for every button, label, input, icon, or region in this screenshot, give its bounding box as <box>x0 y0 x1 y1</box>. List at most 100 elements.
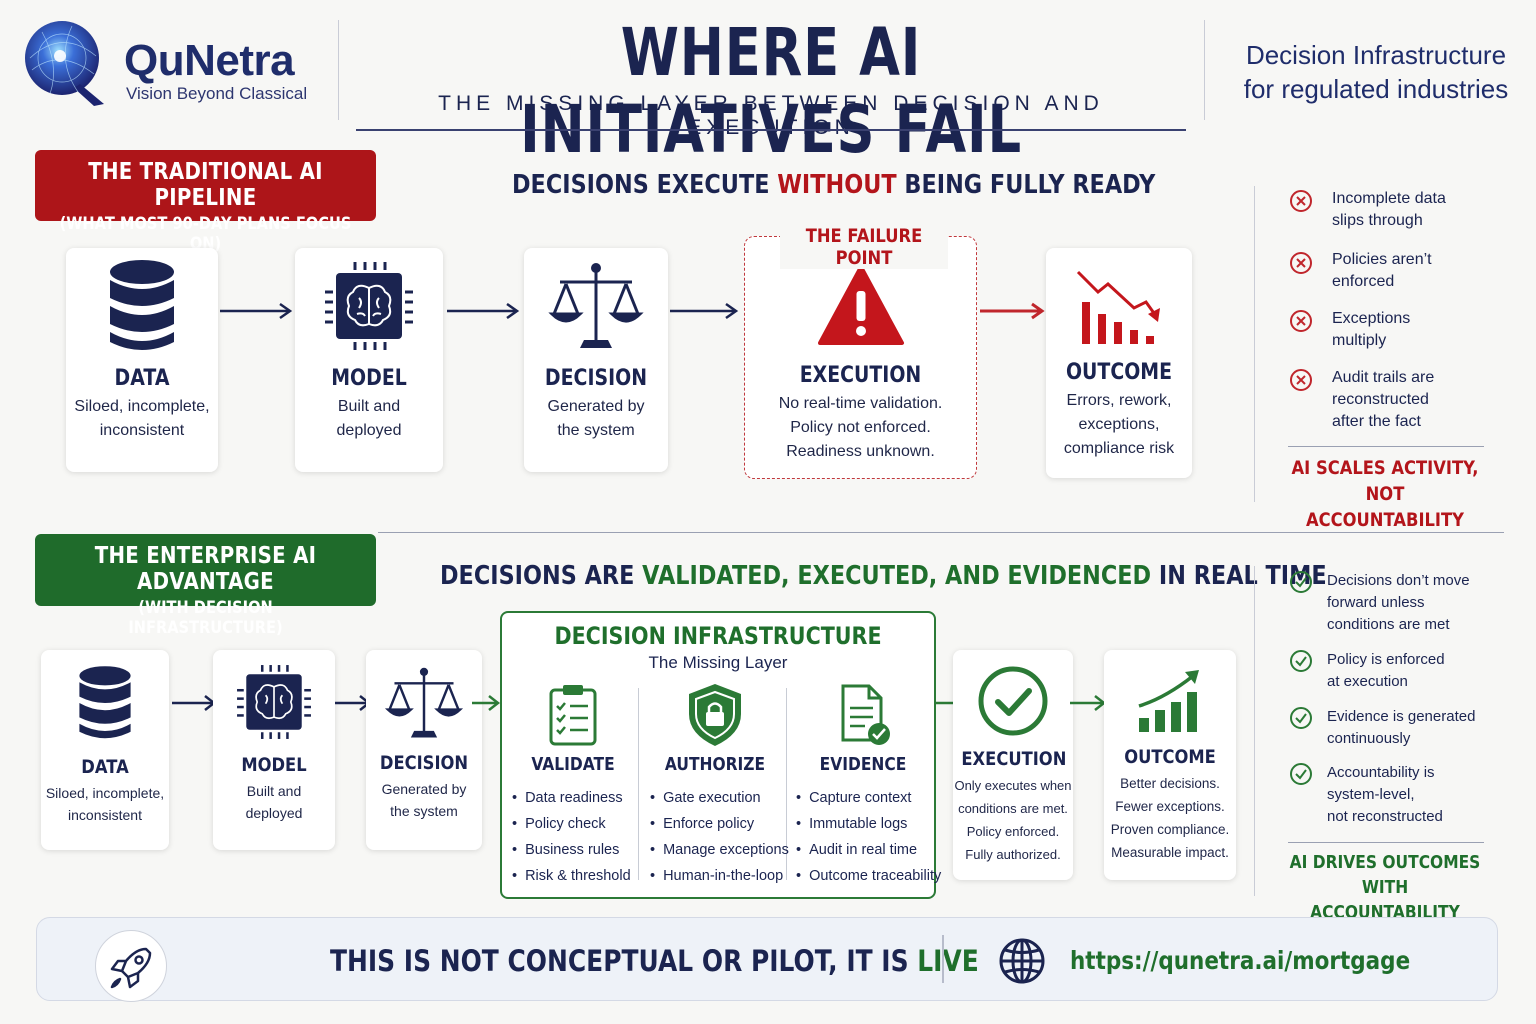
x-circle-icon <box>1290 190 1312 212</box>
trad-summary: AI SCALES ACTIVITY, NOT ACCOUNTABILITY <box>1286 455 1484 533</box>
chart-decline-icon <box>1076 270 1160 344</box>
list-item: Enforce policy <box>650 811 780 837</box>
rocket-icon <box>110 947 152 989</box>
trad-issue-4-line2: reconstructed <box>1332 391 1429 408</box>
check-circle-icon <box>1290 707 1312 729</box>
ent-model-desc: Built and deployed <box>213 780 335 824</box>
ent-benefit-1-line2: forward unless <box>1327 594 1425 611</box>
trad-model-desc-line2: deployed <box>336 422 402 439</box>
trad-execution-desc-line2: Policy not enforced. <box>790 419 931 436</box>
ent-benefit-3-line1: Evidence is generated <box>1327 708 1476 725</box>
footer-url-link[interactable]: https://qunetra.ai/mortgage <box>1070 946 1411 975</box>
ent-decision-title: DECISION <box>379 752 469 774</box>
list-item: Policy check <box>512 811 634 837</box>
trad-outcome-desc-line3: compliance risk <box>1063 440 1175 457</box>
ent-data-desc: Siloed, incomplete, inconsistent <box>41 782 169 826</box>
ent-outcome-desc: Better decisions. Fewer exceptions. Prov… <box>1104 772 1236 864</box>
infra-authorize-title: AUTHORIZE <box>664 754 766 775</box>
clipboard-checklist-icon <box>549 685 597 746</box>
trad-outcome-desc: Errors, rework, exceptions, compliance r… <box>1046 389 1192 461</box>
ent-model-card: MODEL Built and deployed <box>213 650 335 850</box>
brand-name: QuNetra <box>124 36 295 85</box>
trad-issue-2-line1: Policies aren’t <box>1332 251 1432 268</box>
enterprise-headline-highlight: VALIDATED, EXECUTED, AND EVIDENCED <box>642 561 1152 591</box>
footer-message: THIS IS NOT CONCEPTUAL OR PILOT, IT IS L… <box>330 944 979 978</box>
trad-summary-line2: NOT ACCOUNTABILITY <box>1306 483 1464 531</box>
trad-issue-3: Exceptions multiply <box>1332 308 1410 352</box>
list-item: Manage exceptions <box>650 837 789 863</box>
trad-outcome-desc-line2: exceptions, <box>1078 416 1160 433</box>
ent-summary: AI DRIVES OUTCOMES WITH ACCOUNTABILITY <box>1286 850 1484 925</box>
list-item: Data readiness <box>512 785 634 811</box>
scales-icon <box>548 263 644 348</box>
check-circle-icon <box>1290 650 1312 672</box>
arrow-right-red-icon <box>980 302 1045 320</box>
brand-tagline: Vision Beyond Classical <box>126 84 308 103</box>
ent-benefit-1-line3: conditions are met <box>1327 616 1450 633</box>
traditional-headline-highlight: WITHOUT <box>777 170 897 200</box>
infra-validate-col: VALIDATE Data readiness Policy check Bus… <box>512 680 634 889</box>
ent-benefit-4-line2: system-level, <box>1327 786 1415 803</box>
arrow-right-icon <box>172 695 217 711</box>
ent-outcome-title: OUTCOME <box>1124 746 1216 768</box>
globe-icon <box>999 938 1045 984</box>
trad-side-rule <box>1288 446 1484 447</box>
page-subtitle: THE MISSING LAYER BETWEEN DECISION AND E… <box>438 92 1104 139</box>
ent-execution-desc-line2: conditions are met. <box>958 801 1068 816</box>
traditional-banner: THE TRADITIONAL AI PIPELINE (WHAT MOST 9… <box>35 150 376 254</box>
check-circle-icon <box>978 666 1048 736</box>
trad-data-card: DATA Siloed, incomplete, inconsistent <box>66 248 218 472</box>
trad-issue-4: Audit trails are reconstructed after the… <box>1332 367 1434 433</box>
ent-benefit-4: Accountability is system-level, not reco… <box>1327 762 1443 828</box>
ent-benefit-3-line2: continuously <box>1327 730 1411 747</box>
infra-authorize-col: AUTHORIZE Gate execution Enforce policy … <box>650 680 789 889</box>
trad-side-divider <box>1254 186 1255 502</box>
ent-outcome-desc-line2: Fewer exceptions. <box>1115 799 1225 814</box>
header-divider-right <box>1204 20 1205 120</box>
trad-data-desc: Siloed, incomplete, inconsistent <box>66 395 218 443</box>
trad-model-desc-line1: Built and <box>337 398 401 415</box>
title-rule <box>356 129 1186 131</box>
traditional-headline-pre: DECISIONS EXECUTE <box>512 170 778 200</box>
header-divider-left <box>338 20 339 120</box>
section-divider <box>378 532 1504 533</box>
list-item: Gate execution <box>650 785 780 811</box>
list-item: Human-in-the-loop <box>650 863 783 889</box>
ent-decision-desc-line1: Generated by <box>381 781 467 797</box>
ent-data-card: DATA Siloed, incomplete, inconsistent <box>41 650 169 850</box>
ent-execution-desc-line4: Fully authorized. <box>965 847 1061 862</box>
infra-evidence-list: Capture context Immutable logs Audit in … <box>796 785 941 889</box>
infra-evidence-col: EVIDENCE Capture context Immutable logs … <box>796 680 941 889</box>
ent-model-title: MODEL <box>241 754 307 776</box>
infra-col-divider <box>638 688 639 880</box>
arrow-right-green-icon <box>472 695 501 711</box>
ent-benefit-4-line1: Accountability is <box>1327 764 1435 781</box>
ent-summary-line1: AI DRIVES OUTCOMES <box>1289 852 1481 873</box>
trad-outcome-desc-line1: Errors, rework, <box>1066 392 1172 409</box>
ai-chip-brain-icon <box>237 665 311 739</box>
database-icon <box>79 666 131 739</box>
header-tagline-line1: Decision Infrastructure <box>1245 40 1507 70</box>
traditional-banner-title: THE TRADITIONAL AI PIPELINE <box>88 159 323 211</box>
failure-point-label-text: THE FAILURE POINT <box>805 225 923 269</box>
ent-execution-card: EXECUTION Only executes when conditions … <box>953 650 1073 880</box>
trad-decision-desc-line1: Generated by <box>547 398 645 415</box>
ent-decision-desc: Generated by the system <box>366 778 482 822</box>
list-item: Immutable logs <box>796 811 930 837</box>
list-item: Capture context <box>796 785 930 811</box>
ent-model-desc-line2: deployed <box>245 805 303 821</box>
trad-issue-4-line3: after the fact <box>1332 413 1421 430</box>
rocket-badge <box>95 930 167 1002</box>
trad-issue-1-line2: slips through <box>1332 212 1423 229</box>
failure-point-label: THE FAILURE POINT <box>780 225 948 269</box>
ent-outcome-desc-line4: Measurable impact. <box>1111 845 1229 860</box>
ent-side-divider <box>1254 566 1255 896</box>
shield-lock-icon <box>689 684 741 746</box>
trad-decision-title: DECISION <box>544 366 648 391</box>
ent-benefit-2-line1: Policy is enforced <box>1327 651 1445 668</box>
infra-authorize-list: Gate execution Enforce policy Manage exc… <box>650 785 789 889</box>
ent-data-desc-line2: inconsistent <box>68 807 142 823</box>
trad-issue-1: Incomplete data slips through <box>1332 188 1446 232</box>
header-tagline: Decision Infrastructure for regulated in… <box>1226 38 1526 106</box>
enterprise-banner-subtitle: (WITH DECISION INFRASTRUCTURE) <box>128 598 283 638</box>
